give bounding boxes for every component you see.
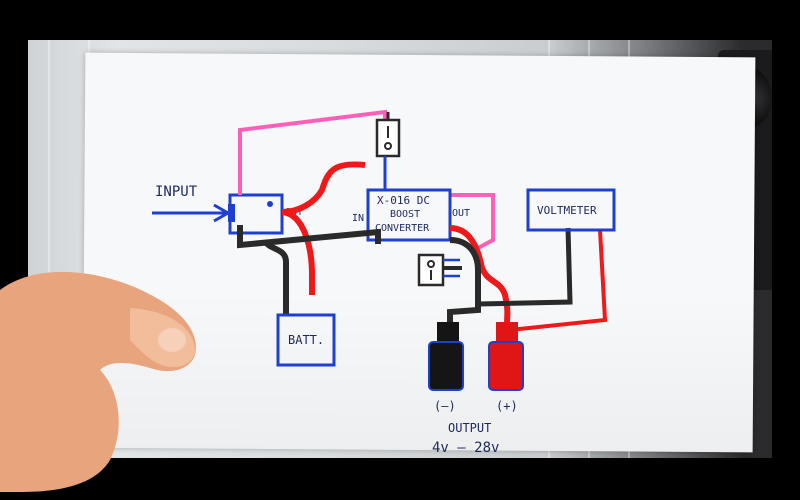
battery-label: BATT. — [288, 333, 324, 347]
in-label: IN — [352, 213, 364, 224]
input-connector — [228, 193, 284, 235]
positive-terminal-label: (+) — [496, 399, 518, 413]
voltmeter-box — [526, 188, 616, 232]
voltmeter-label: VOLTMETER — [537, 204, 597, 217]
hand — [0, 271, 196, 492]
pink-wire — [238, 109, 495, 250]
battery-box — [276, 313, 336, 367]
wall-panel-line — [48, 40, 50, 458]
input-arrow-icon — [152, 203, 232, 223]
toggle-switch-icon — [375, 112, 401, 158]
converter-line-2: BOOST — [390, 209, 420, 220]
negative-terminal-label: (–) — [434, 399, 456, 413]
positive-terminal-icon — [488, 322, 524, 391]
converter-line-1: X-016 DC — [377, 194, 430, 207]
out-right-label: OUT — [452, 208, 470, 219]
output-range: 4v – 28v — [432, 440, 499, 456]
boost-converter-box — [366, 156, 452, 242]
negative-terminal-icon — [428, 322, 464, 391]
converter-line-3: CONVERTER — [375, 223, 430, 234]
input-label: INPUT — [155, 184, 198, 200]
black-wire — [237, 225, 573, 322]
toggle-switch-icon — [417, 253, 462, 287]
output-title: OUTPUT — [448, 421, 491, 435]
